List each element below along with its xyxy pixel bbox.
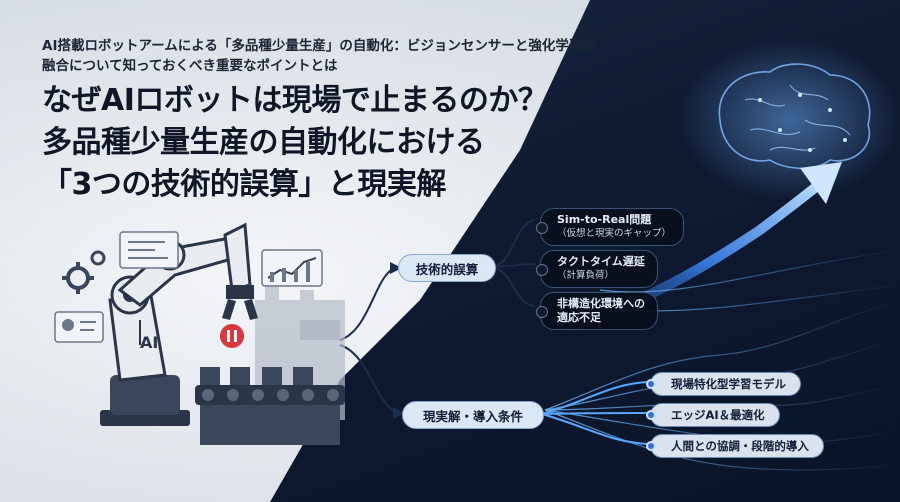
- solution-item-1-title: 現場特化型学習モデル: [671, 377, 786, 391]
- bullet-dot: [646, 379, 656, 389]
- title-line-1: なぜAIロボットは現場で止まるのか？: [42, 83, 548, 118]
- chart-icon: [261, 249, 323, 287]
- title-line-3: 「3つの技術的誤算」と現実解: [42, 167, 446, 202]
- technical-item-1: Sim-to-Real問題 （仮想と現実のギャップ）: [536, 208, 685, 246]
- header-subtitle-line-1: AI搭載ロボットアームによる「多品種少量生産」の自動化：ビジョンセンサーと強化学…: [42, 38, 596, 54]
- technical-item-1-title: Sim-to-Real問題: [557, 213, 652, 226]
- branch-connectors: [339, 219, 649, 445]
- bullet-dot: [536, 306, 548, 318]
- technical-item-2-title: タクトタイム遅延: [557, 255, 645, 268]
- solution-item-3: 人間との協調・段階的導入: [646, 434, 824, 458]
- brain-icon: [680, 40, 900, 200]
- bullet-dot: [646, 410, 656, 420]
- header-subtitle-line-2: 融合について知っておくべき重要なポイントとは: [42, 58, 338, 74]
- solution-item-1: 現場特化型学習モデル: [646, 372, 801, 396]
- page-title: なぜAIロボットは現場で止まるのか？ 多品種少量生産の自動化における 「3つの技…: [42, 80, 682, 206]
- robot-arm: [100, 222, 258, 426]
- technical-item-3: 非構造化環境への 適応不足: [536, 292, 658, 330]
- title-line-2: 多品種少量生産の自動化における: [42, 125, 485, 160]
- code-window-icon: [119, 231, 179, 269]
- solution-item-2-title: エッジAI＆最適化: [671, 408, 765, 422]
- gear-icon: [90, 250, 106, 266]
- technical-item-2: タクトタイム遅延 （計算負荷）: [536, 250, 658, 288]
- id-card-icon: [54, 311, 104, 343]
- stop-badge: [220, 324, 244, 348]
- bullet-dot: [536, 222, 548, 234]
- connector-to-solution: [339, 344, 399, 414]
- technical-item-2-sub: （計算負荷）: [557, 270, 615, 281]
- header-subtitle: AI搭載ロボットアームによる「多品種少量生産」の自動化：ビジョンセンサーと強化学…: [42, 36, 642, 76]
- conveyor-belt: [195, 367, 345, 445]
- technical-branch-label: 技術的誤算: [398, 254, 496, 282]
- solution-item-3-title: 人間との協調・段階的導入: [671, 439, 809, 453]
- technical-item-1-sub: （仮想と現実のギャップ）: [557, 228, 672, 239]
- solution-branch-label: 現実解・導入条件: [402, 401, 544, 429]
- technical-item-3-title: 非構造化環境への: [557, 297, 645, 310]
- bullet-dot: [646, 441, 656, 451]
- bullet-dot: [536, 264, 548, 276]
- gear-icon: [62, 262, 94, 294]
- solution-item-2: エッジAI＆最適化: [646, 403, 780, 427]
- robot-arm-label: AI: [140, 333, 158, 352]
- connector-to-technical: [339, 267, 396, 341]
- technical-item-3-sub: 適応不足: [557, 311, 601, 324]
